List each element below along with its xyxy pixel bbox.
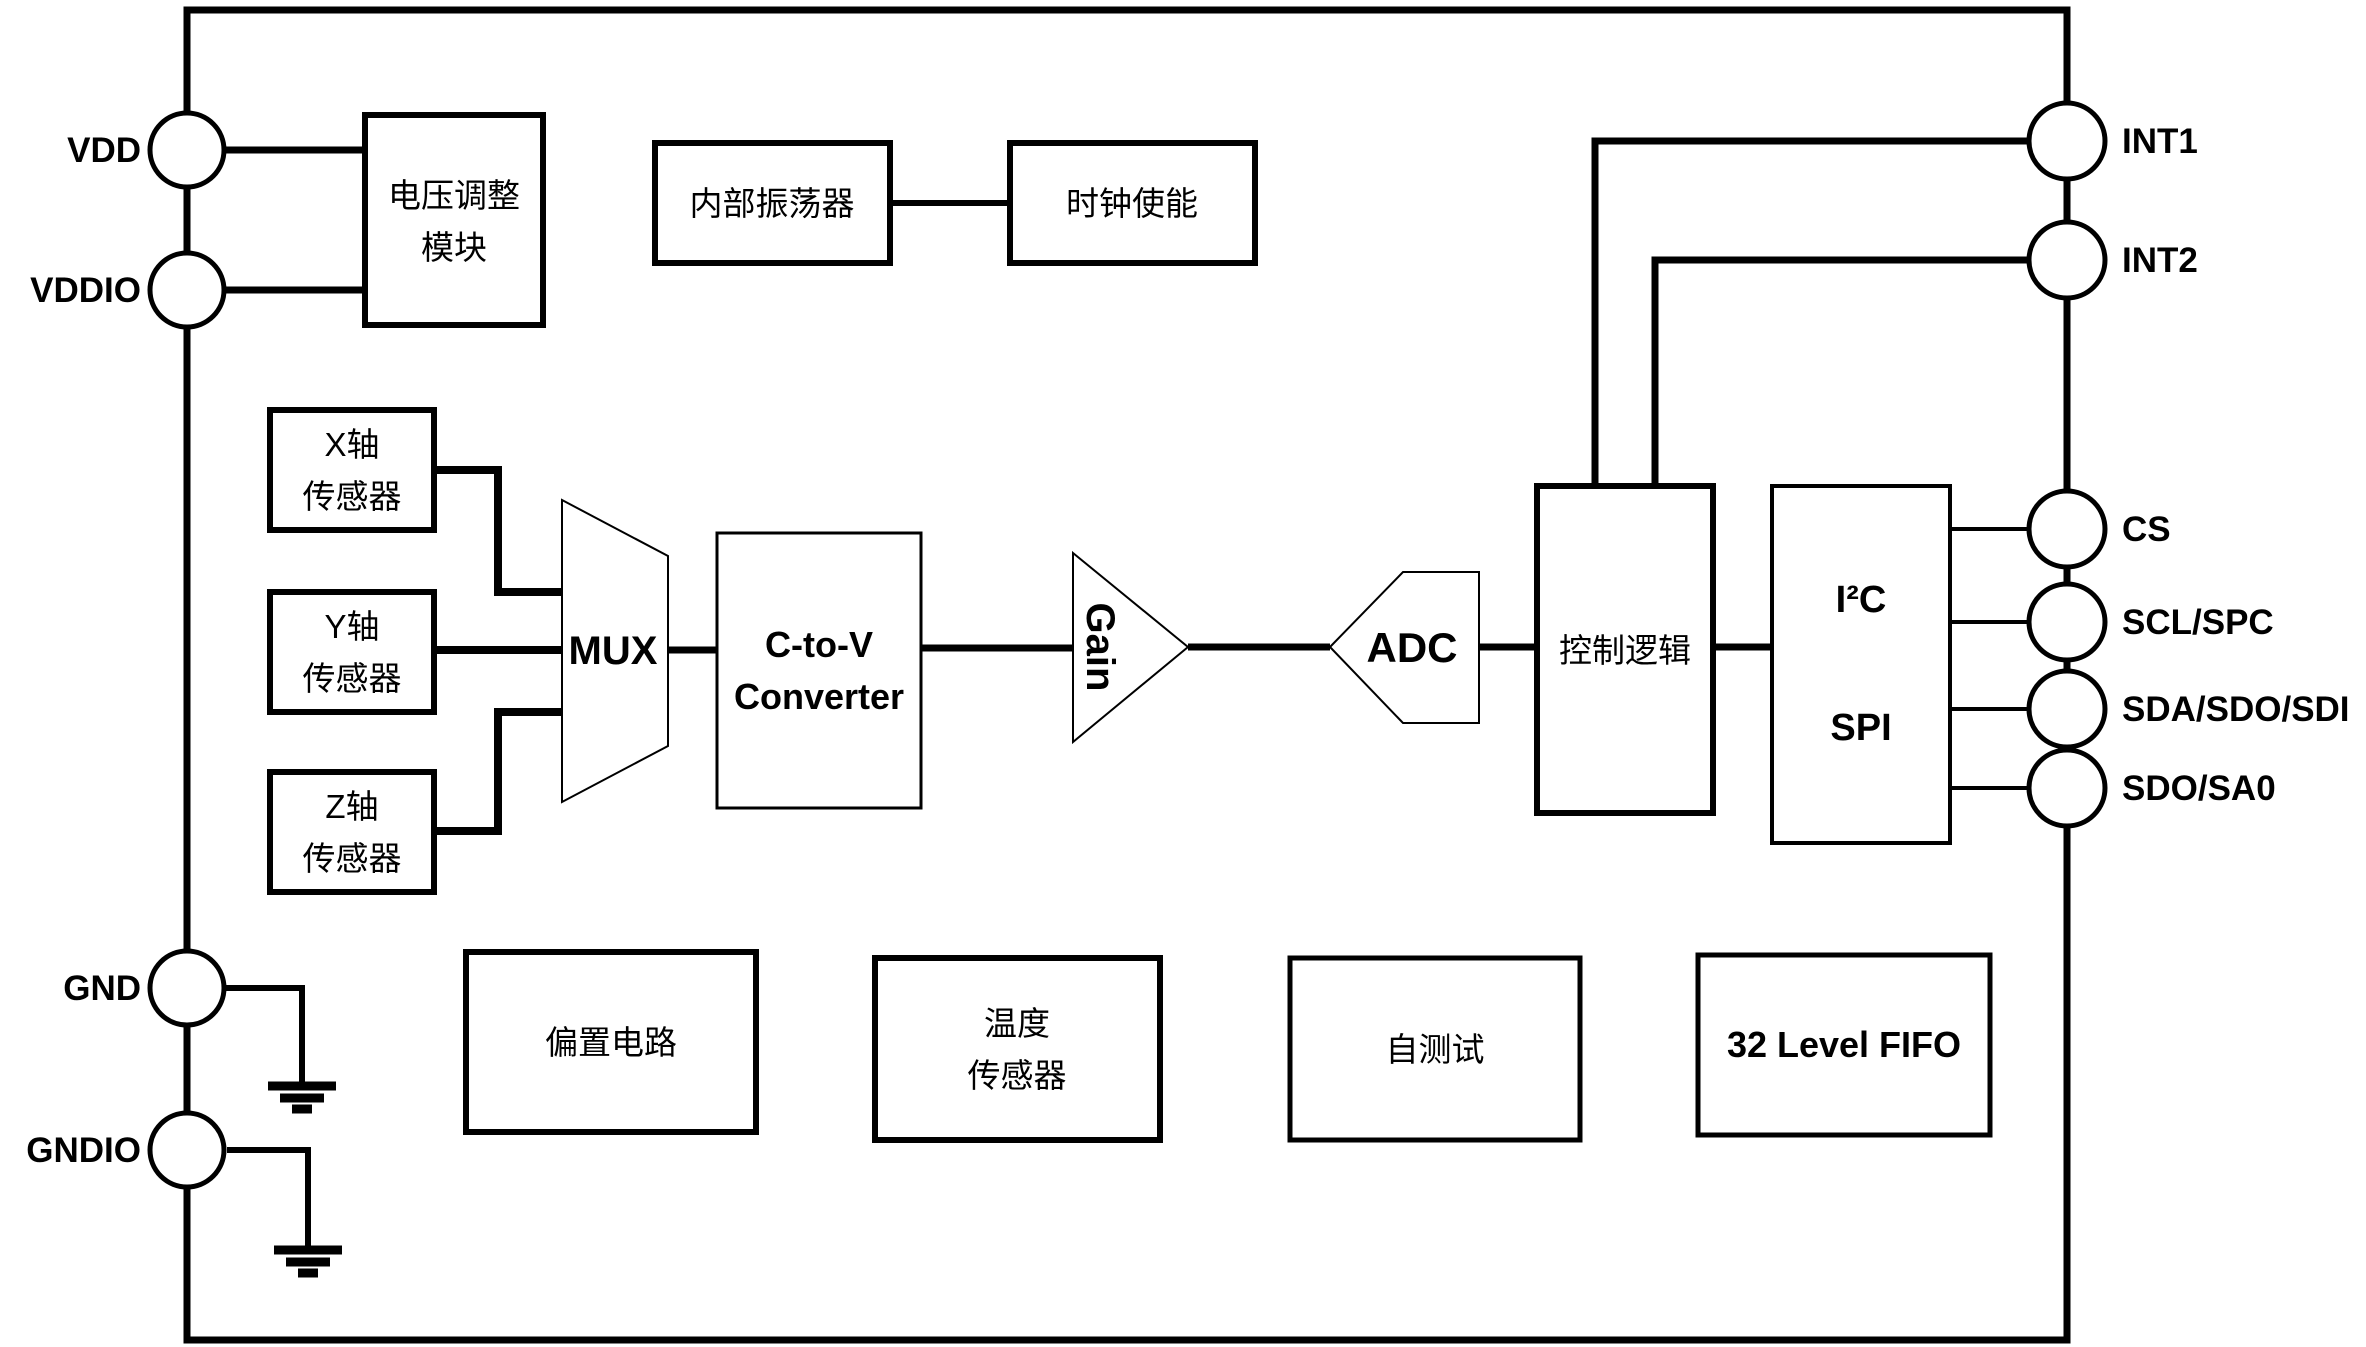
z-axis-sensor-block (267, 769, 437, 895)
pin-vdd-label: VDD (67, 131, 141, 170)
pin-scl-spc-label: SCL/SPC (2122, 603, 2274, 642)
fifo-label: 32 Level FIFO (1727, 1024, 1961, 1065)
internal-oscillator-label: 内部振荡器 (690, 185, 855, 222)
y-axis-sensor-label-line2: 传感器 (303, 660, 402, 697)
pin-int1-circle (2026, 100, 2108, 182)
x-axis-sensor-label-line1: X轴 (324, 426, 379, 463)
x-axis-sensor-block (267, 407, 437, 533)
pin-gndio-circle (147, 1110, 227, 1190)
temperature-sensor-block (872, 955, 1163, 1143)
wire-gndio-to-ground (227, 1147, 311, 1246)
pin-vddio-circle (147, 250, 227, 330)
wire-gnd-to-ground (224, 985, 305, 1082)
pin-sda-sdo-sdi-label: SDA/SDO/SDI (2122, 690, 2350, 729)
gain-label: Gain (1078, 603, 1122, 692)
voltage-regulator-label-line2: 模块 (421, 229, 487, 266)
temperature-sensor-label-line1: 温度 (984, 1005, 1050, 1042)
mux-block (561, 498, 669, 804)
clock-enable-block (1007, 140, 1258, 266)
voltage-regulator-label-line1: 电压调整 (388, 177, 520, 214)
c-to-v-converter-block (715, 531, 923, 810)
pin-scl-spc-circle (2026, 581, 2108, 663)
z-axis-sensor-label-line1: Z轴 (325, 788, 378, 825)
c-to-v-converter-label-line1: C-to-V (765, 624, 873, 665)
pin-gnd-label: GND (63, 969, 141, 1008)
gain-amplifier-block (1072, 550, 1190, 745)
adc-block (1328, 571, 1480, 724)
ground-symbol-gndio (274, 1245, 342, 1278)
wire-int1-to-control-logic (1591, 137, 2029, 486)
pin-sdo-sa0-label: SDO/SA0 (2122, 769, 2276, 808)
wire-z-sensor-to-mux (434, 708, 562, 835)
wire-int2-to-control-logic (1651, 256, 2029, 486)
z-axis-sensor-label-line2: 传感器 (303, 840, 402, 877)
y-axis-sensor-block (267, 589, 437, 715)
pin-vdd-circle (147, 110, 227, 190)
pin-int2-label: INT2 (2122, 241, 2198, 280)
pin-int2-circle (2026, 219, 2108, 301)
mux-label: MUX (569, 629, 658, 673)
adc-label: ADC (1367, 624, 1458, 671)
pin-gnd-circle (147, 948, 227, 1028)
pin-cs-label: CS (2122, 510, 2171, 549)
c-to-v-converter-label-line2: Converter (734, 676, 904, 717)
bias-circuit-block (463, 949, 759, 1135)
control-logic-block (1534, 483, 1716, 816)
pin-cs-circle (2026, 488, 2108, 570)
temperature-sensor-label-line2: 传感器 (968, 1057, 1067, 1094)
x-axis-sensor-label-line2: 传感器 (303, 478, 402, 515)
pin-sda-sdo-sdi-circle (2026, 668, 2108, 750)
control-logic-label: 控制逻辑 (1559, 632, 1691, 669)
i2c-label: I²C (1836, 579, 1887, 621)
fifo-block (1695, 952, 1993, 1138)
pin-int1-label: INT1 (2122, 122, 2198, 161)
wire-x-sensor-to-mux (434, 466, 562, 596)
internal-oscillator-block (652, 140, 893, 266)
clock-enable-label: 时钟使能 (1066, 185, 1198, 222)
self-test-label: 自测试 (1386, 1031, 1485, 1068)
pin-vddio-label: VDDIO (30, 271, 141, 310)
voltage-regulator-block (362, 112, 546, 328)
bias-circuit-label: 偏置电路 (545, 1024, 677, 1061)
self-test-block (1287, 955, 1583, 1143)
pin-sdo-sa0-circle (2026, 747, 2108, 829)
spi-label: SPI (1830, 707, 1891, 749)
y-axis-sensor-label-line1: Y轴 (324, 608, 379, 645)
i2c-spi-interface-block (1770, 484, 1952, 845)
pin-gndio-label: GNDIO (26, 1131, 141, 1170)
ground-symbol-gnd (268, 1081, 336, 1114)
